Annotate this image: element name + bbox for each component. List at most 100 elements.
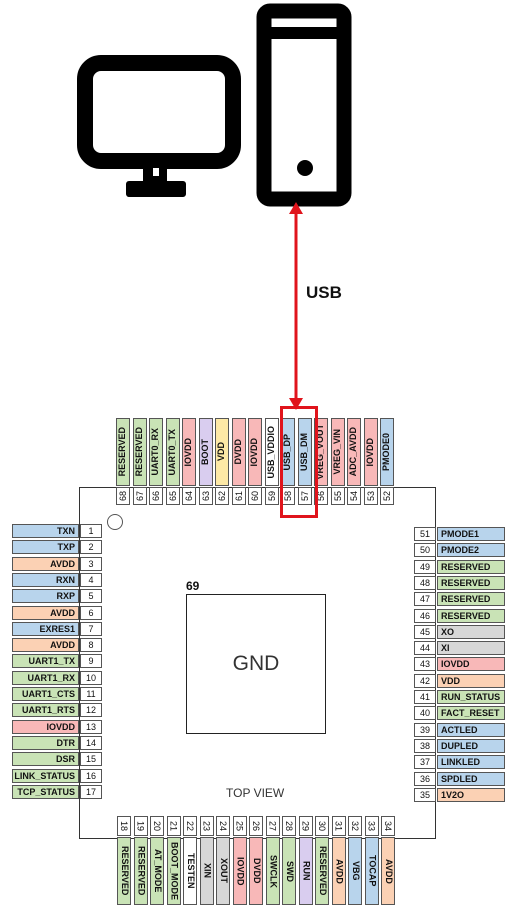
pin-number-39: 39 [414, 722, 436, 737]
pin-number-62: 62 [215, 487, 229, 505]
pin-label-text-34: AVDD [384, 858, 394, 884]
pin-label-13: IOVDD [12, 719, 79, 734]
pin-number-23: 23 [199, 816, 214, 836]
pin-label-text-61: DVDD [232, 439, 243, 465]
pin-number-16: 16 [80, 768, 102, 783]
pin-number-7: 7 [80, 621, 102, 636]
pin-number-54: 54 [347, 487, 361, 505]
pin-number-text-21: 21 [168, 820, 179, 831]
pin-label-63: BOOT [198, 418, 213, 486]
pin-label-66: UART0_RX [149, 418, 163, 486]
pin-label-17: TCP_STATUS [12, 784, 79, 799]
pin-label-54: ADC_AVDD [347, 418, 361, 486]
pin-label-39: ACTLED [437, 722, 505, 737]
pin-label-text-28: SWD [285, 860, 295, 882]
pin-number-40: 40 [414, 706, 436, 721]
pin-label-text-65: UART0_TX [166, 428, 177, 476]
pin-label-64: IOVDD [182, 418, 196, 486]
pin-label-text-55: VREG_VIN [331, 429, 342, 475]
pin-number-14: 14 [80, 735, 102, 750]
pin-number-20: 20 [150, 816, 164, 836]
pin-number-32: 32 [348, 816, 362, 836]
pin-number-37: 37 [414, 755, 436, 770]
pin-label-57: USB_DM [297, 418, 312, 486]
pin-label-38: DUPLED [437, 738, 505, 753]
pin-label-65: UART0_TX [165, 418, 180, 486]
pin-label-27: SWCLK [265, 837, 280, 905]
pin-number-15: 15 [80, 752, 102, 767]
pin-label-1: TXN [12, 524, 79, 538]
pin-label-62: VDD [215, 418, 229, 486]
pin-number-53: 53 [363, 487, 378, 505]
pin-label-51: PMODE1 [437, 527, 505, 541]
pin-number-29: 29 [298, 816, 313, 836]
pin-number-44: 44 [414, 641, 436, 656]
pin-label-text-25: IOVDD [235, 856, 246, 886]
pin-label-text-30: RESERVED [318, 846, 328, 896]
pin-label-text-20: AT_MODE [153, 849, 163, 893]
pin-label-41: RUN_STATUS [437, 690, 505, 704]
pin-number-text-29: 29 [300, 820, 311, 831]
pin-label-16: LINK_STATUS [12, 768, 79, 783]
pin-label-text-23: XIN [202, 863, 213, 879]
pin-label-15: DSR [12, 752, 79, 767]
pin-number-33: 33 [364, 816, 379, 836]
pin-label-26: DVDD [249, 837, 263, 905]
pin-number-text-55: 55 [332, 490, 343, 501]
monitor-icon [77, 55, 241, 197]
pin-number-60: 60 [248, 487, 262, 505]
pin-label-text-21: BOOT_MODE [169, 841, 180, 900]
pin-label-text-19: RESERVED [136, 846, 147, 896]
pin-number-43: 43 [414, 657, 436, 672]
pin-number-text-52: 52 [382, 490, 392, 501]
pin-number-text-27: 27 [267, 820, 278, 831]
pin-number-63: 63 [198, 487, 213, 505]
pin-label-45: XO [437, 624, 505, 639]
pin-label-text-67: RESERVED [133, 427, 144, 477]
pin-number-text-23: 23 [201, 820, 212, 831]
pin-number-57: 57 [297, 487, 312, 505]
pin-label-text-32: VBG [351, 861, 361, 881]
pin-label-text-27: SWCLK [268, 854, 279, 888]
pin-number-51: 51 [414, 527, 436, 541]
pin-label-text-63: BOOT [199, 439, 210, 465]
pin-label-text-52: PMODE0 [381, 432, 391, 471]
pin-label-52: PMODE0 [380, 418, 394, 486]
usb-label: USB [306, 283, 342, 302]
pin-number-1: 1 [80, 524, 102, 538]
pin-number-18: 18 [117, 816, 131, 836]
pin-number-42: 42 [414, 673, 436, 688]
pin-number-text-26: 26 [251, 820, 261, 831]
usb-pins-highlight [280, 406, 318, 518]
pin-label-19: RESERVED [133, 837, 148, 905]
pin-label-11: UART1_CTS [12, 687, 79, 701]
pin-number-text-30: 30 [317, 820, 327, 831]
pin-label-5: RXP [12, 589, 79, 604]
pin-number-19: 19 [133, 816, 148, 836]
pin-label-59: USB_VDDIO [264, 418, 279, 486]
pin-label-text-18: RESERVED [120, 846, 130, 896]
pin-number-34: 34 [381, 816, 395, 836]
pin-label-67: RESERVED [132, 418, 147, 486]
pin-label-30: RESERVED [315, 837, 329, 905]
pin-label-42: VDD [437, 673, 505, 688]
pin-number-text-65: 65 [167, 490, 178, 501]
pin-number-text-18: 18 [119, 820, 129, 831]
pin-number-45: 45 [414, 624, 436, 639]
pin-label-47: RESERVED [437, 592, 505, 607]
pin-label-text-66: UART0_RX [150, 428, 160, 476]
pin-number-6: 6 [80, 605, 102, 620]
pin-label-25: IOVDD [232, 837, 247, 905]
pin-number-64: 64 [182, 487, 196, 505]
pin-number-text-68: 68 [118, 490, 128, 501]
computer-tower-icon [256, 3, 352, 207]
pin-label-9: UART1_TX [12, 654, 79, 669]
pin-label-60: IOVDD [248, 418, 262, 486]
pin-number-text-59: 59 [266, 490, 277, 501]
pin-number-21: 21 [166, 816, 181, 836]
pin-number-61: 61 [231, 487, 246, 505]
pin-number-text-20: 20 [152, 820, 162, 831]
pin-label-text-68: RESERVED [117, 427, 127, 477]
top-view-label: TOP VIEW [226, 786, 285, 800]
pin-number-text-63: 63 [200, 490, 211, 501]
